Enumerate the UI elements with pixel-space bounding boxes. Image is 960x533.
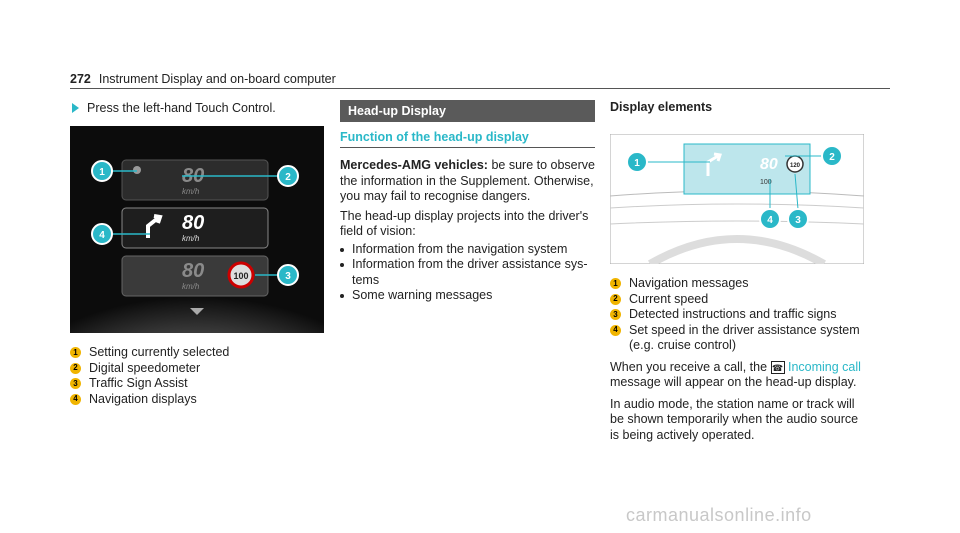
svg-text:1: 1 bbox=[634, 158, 640, 169]
call-text-b: message will appear on the head-up displ… bbox=[610, 375, 857, 389]
hud-legend-list: 1 Navigation messages 2 Current speed 3 Det… bbox=[610, 276, 865, 354]
step-instruction: Press the left-hand Touch Control. bbox=[70, 100, 324, 116]
incoming-call-link[interactable]: Incoming call bbox=[787, 359, 861, 374]
page-header: 272 Instrument Display and on-board comp… bbox=[70, 72, 336, 86]
hud-illustration: 80 100 120 1 2 4 3 bbox=[610, 134, 864, 264]
legend-text: Current speed bbox=[629, 291, 709, 306]
legend-item: 1 Setting currently selected bbox=[70, 345, 324, 361]
hud-speed: 80 bbox=[760, 156, 778, 173]
legend-item: 3 Traffic Sign Assist bbox=[70, 376, 324, 392]
speed-unit-1: km/h bbox=[182, 187, 200, 196]
column-touch-control: Press the left-hand Touch Control. 80 km… bbox=[70, 100, 324, 407]
callout-4 bbox=[91, 223, 113, 245]
legend-item: 3 Detected instructions and traffic signs bbox=[610, 307, 865, 323]
bullet-text: Some warning messages bbox=[352, 288, 493, 302]
subsection-title: Function of the head-up display bbox=[340, 130, 595, 148]
speed-value-2: 80 bbox=[182, 212, 204, 234]
svg-text:4: 4 bbox=[767, 215, 773, 226]
legend-badge: 1 bbox=[610, 278, 621, 289]
legend-item: 2 Current speed bbox=[610, 292, 865, 308]
down-triangle-icon bbox=[190, 308, 204, 315]
amg-note-text: be sure to observe the information in th… bbox=[340, 158, 595, 203]
legend-badge: 1 bbox=[70, 347, 81, 358]
bullet-item: Information from the navigation system bbox=[340, 242, 595, 258]
svg-text:3: 3 bbox=[285, 271, 291, 282]
legend-badge: 3 bbox=[610, 309, 621, 320]
legend-item: 1 Navigation messages bbox=[610, 276, 865, 292]
bullet-item: Some warning messages bbox=[340, 288, 595, 304]
legend-item: 4 Set speed in the driver assistance syst… bbox=[610, 323, 865, 354]
amg-note: Mercedes-AMG vehicles: be sure to observ… bbox=[340, 158, 595, 205]
call-text-a: When you receive a call, the bbox=[610, 359, 771, 374]
column-head-up-display: Head-up Display Function of the head-up … bbox=[340, 100, 595, 304]
bullet-item: Information from the driver assistance s… bbox=[340, 257, 595, 288]
svg-text:4: 4 bbox=[99, 230, 105, 241]
phone-icon: ☎ bbox=[770, 360, 785, 374]
bullet-list: Information from the navigation system I… bbox=[340, 242, 595, 304]
speed-unit-2: km/h bbox=[182, 234, 200, 243]
speed-value-3: 80 bbox=[182, 260, 204, 282]
svg-text:3: 3 bbox=[795, 215, 801, 226]
legend-item: 2 Digital speedometer bbox=[70, 361, 324, 377]
bullet-text: Information from the driver assistance s… bbox=[352, 257, 588, 287]
legend-text: Set speed in the driver assistance syste… bbox=[629, 322, 860, 353]
watermark: carmanualsonline.info bbox=[626, 505, 812, 525]
legend-text: Setting currently selected bbox=[89, 345, 230, 359]
callout-2 bbox=[277, 165, 299, 187]
step-text: Press the left-hand Touch Control. bbox=[87, 101, 276, 115]
incoming-call-note: When you receive a call, the ☎ Incoming … bbox=[610, 360, 865, 391]
legend-badge: 4 bbox=[610, 324, 621, 336]
audio-mode-note: In audio mode, the station name or track… bbox=[610, 396, 859, 442]
touch-control-illustration: 80 km/h 80 km/h 80 km/h 100 1 2 4 3 bbox=[70, 126, 324, 333]
legend-text: Traffic Sign Assist bbox=[89, 376, 188, 390]
svg-text:2: 2 bbox=[829, 152, 835, 163]
hud-set-speed: 100 bbox=[760, 179, 772, 186]
svg-text:2: 2 bbox=[285, 172, 291, 183]
section-title: Head-up Display bbox=[340, 100, 595, 122]
legend-text: Navigation messages bbox=[629, 276, 749, 290]
callout-3 bbox=[277, 264, 299, 286]
callout-1 bbox=[91, 160, 113, 182]
legend-badge: 4 bbox=[70, 393, 81, 405]
legend-text: Detected instructions and traffic signs bbox=[629, 307, 837, 321]
hud-limit: 120 bbox=[790, 163, 801, 169]
legend-badge: 3 bbox=[70, 378, 81, 389]
hud-description: The head-up display projects into the dr… bbox=[340, 208, 589, 239]
bullet-text: Information from the navigation system bbox=[352, 241, 568, 256]
page-number: 272 bbox=[70, 72, 91, 86]
step-arrow-icon bbox=[72, 103, 79, 113]
speed-limit-sign-icon bbox=[227, 261, 255, 289]
legend-badge: 2 bbox=[610, 293, 621, 305]
amg-note-bold: Mercedes-AMG vehicles: bbox=[340, 158, 488, 172]
legend-badge: 2 bbox=[70, 362, 81, 374]
svg-text:1: 1 bbox=[99, 167, 105, 178]
speed-limit-value: 100 bbox=[233, 271, 248, 281]
header-rule bbox=[70, 88, 890, 89]
page-header-title: Instrument Display and on-board computer bbox=[98, 72, 336, 86]
legend-text: Digital speedometer bbox=[89, 360, 201, 375]
speed-unit-3: km/h bbox=[182, 282, 200, 291]
legend-list: 1 Setting currently selected 2 Digital spe… bbox=[70, 345, 324, 407]
legend-item: 4 Navigation displays bbox=[70, 392, 324, 408]
display-elements-heading: Display elements bbox=[610, 100, 713, 114]
legend-text: Navigation displays bbox=[89, 391, 197, 406]
speed-labels: 80 km/h 80 km/h 80 km/h bbox=[182, 165, 204, 291]
